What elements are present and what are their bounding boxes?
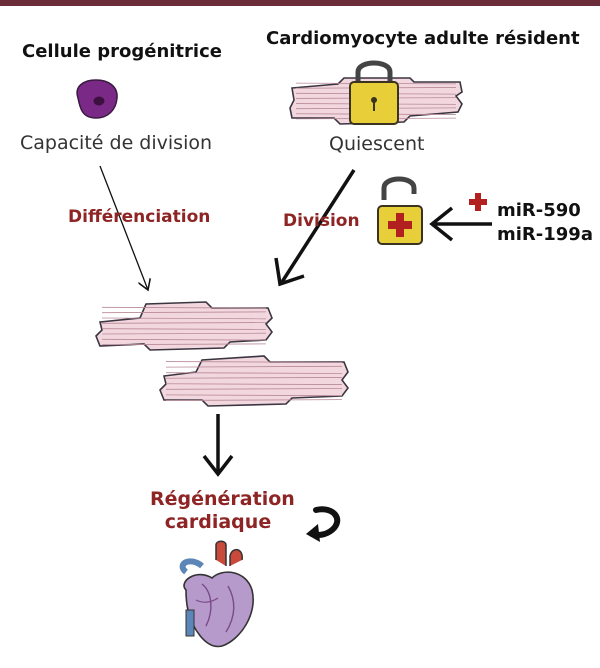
cardiomyocyte-fiber-divided-1: [95, 301, 273, 351]
progenitor-heading: Cellule progénitrice: [22, 41, 222, 62]
differentiation-arrow: [99, 165, 148, 290]
fiber-striation: [101, 317, 267, 320]
cardiomyocyte-heading: Cardiomyocyte adulte résident: [266, 28, 580, 49]
fiber-striation: [165, 388, 343, 390]
fiber-striation: [101, 306, 267, 309]
mirna-arrow: [429, 206, 492, 242]
heart-icon: [179, 540, 254, 648]
down-arrow: [202, 414, 234, 477]
division-capacity-text: Capacité de division: [20, 132, 213, 154]
fiber-striation: [165, 365, 343, 368]
mirna-199a-label: miR-199a: [497, 224, 593, 245]
purple-cell-icon: [76, 79, 118, 119]
fiber-striation: [101, 322, 267, 324]
curved-arrow-icon: [306, 506, 341, 542]
fiber-striation: [101, 332, 267, 335]
fiber-striation: [101, 311, 267, 314]
division-arrow: [274, 169, 356, 287]
cardiomyocyte-fiber-divided-2: [159, 355, 349, 407]
top-bar: [0, 0, 600, 6]
fiber-striation: [101, 338, 267, 341]
fiber-striation: [165, 399, 343, 401]
quiescent-text: Quiescent: [329, 133, 425, 155]
regeneration-label-line1: Régénération: [150, 488, 295, 510]
fiber-striation: [165, 394, 343, 397]
fiber-striation: [101, 328, 267, 330]
plus-icon: [469, 193, 487, 211]
lock-icon: [349, 60, 399, 125]
fiber-striation: [165, 377, 343, 379]
unlocked-lock-icon: [377, 176, 423, 245]
regeneration-label-line2: cardiaque: [164, 511, 272, 533]
differentiation-label: Différenciation: [68, 207, 211, 227]
fiber-striation: [165, 372, 343, 374]
mirna-590-label: miR-590: [497, 200, 581, 221]
fiber-striation: [165, 361, 343, 363]
fiber-striation: [165, 383, 343, 385]
fiber-striation: [101, 343, 267, 346]
division-label: Division: [283, 211, 360, 231]
